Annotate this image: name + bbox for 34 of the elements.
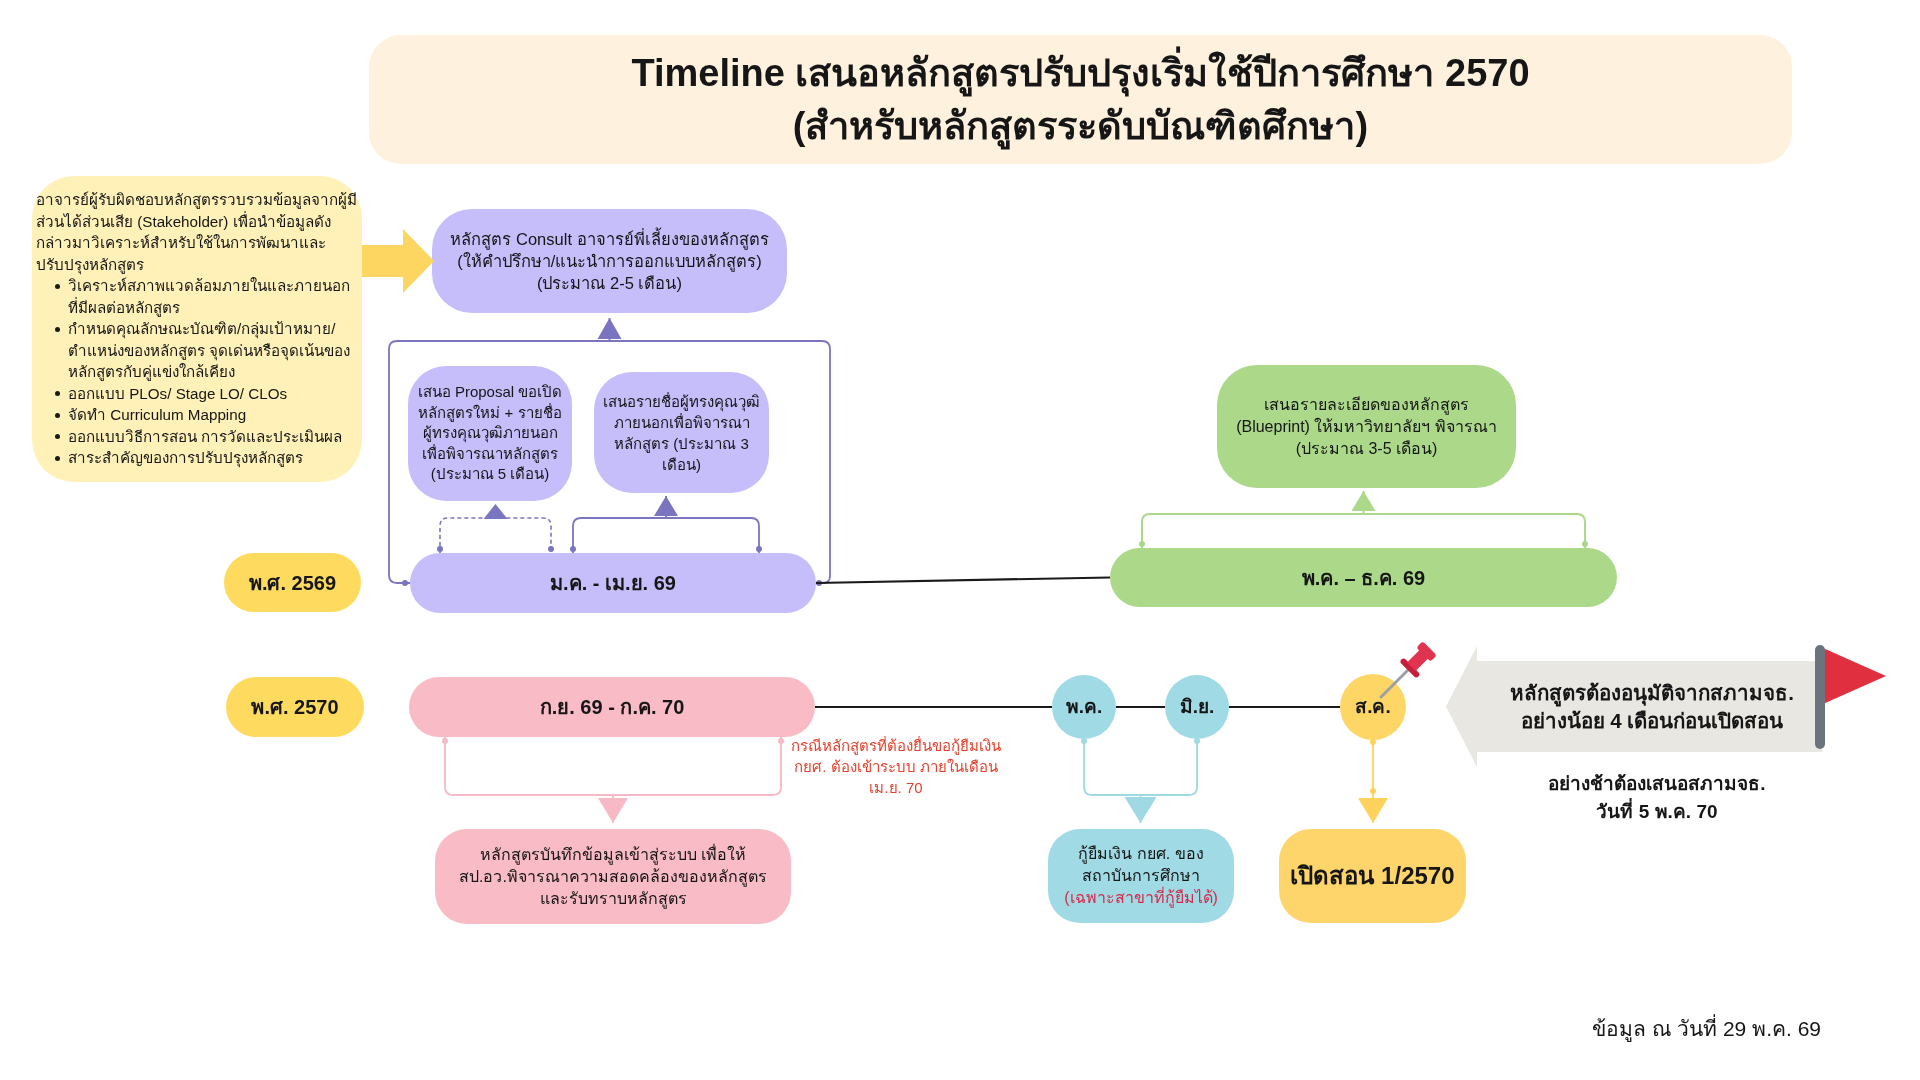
bullet-text: จัดทำ Curriculum Mapping xyxy=(68,405,247,426)
month-circle: พ.ค. xyxy=(1052,675,1116,739)
date-note: ข้อมูล ณ วันที่ 29 พ.ค. 69 xyxy=(1481,1014,1821,1044)
condition-text: (เฉพาะสาขาที่กู้ยืมได้) xyxy=(1064,887,1218,909)
timeline-line xyxy=(1116,705,1165,709)
timeline-line xyxy=(815,705,1052,709)
period-bar: ก.ย. 69 - ก.ค. 70 xyxy=(409,677,815,737)
year-pill: พ.ศ. 2570 xyxy=(226,677,364,737)
step-box: เสนอ Proposal ขอเปิดหลักสูตรใหม่ + รายชื่อผู้ทรงคุณวุฒิภายนอกเพื่อพิจารณาหลักสูตร (ประมาณ 5 เดือน) xyxy=(408,366,572,501)
bullet-text: ออกแบบ PLOs/ Stage LO/ CLOs xyxy=(68,383,288,404)
bullet-text: วิเคราะห์สภาพแวดล้อมภายในและภายนอกที่มีผลต่อหลักสูตร xyxy=(68,276,351,319)
milestone-box: เปิดสอน 1/2570 xyxy=(1279,829,1466,923)
period-bar: พ.ค. – ธ.ค. 69 xyxy=(1110,548,1617,607)
intro-text: อาจารย์ผู้รับผิดชอบหลักสูตรรวบรวมข้อมูลจากผู้มีส่วนได้ส่วนเสีย (Stakeholder) เพื่อนำข้อมูลดังกล่าวมาวิเคราะห์สำหรับใช้ในการพัฒนาและปรับปรุงหลักสูตร xyxy=(36,190,358,276)
step-box: หลักสูตร Consult อาจารย์พี่เลี้ยงของหลักสูตร (ให้คำปรึกษา/แนะนำการออกแบบหลักสูตร) (ประมาณ 2-5 เดือน) xyxy=(432,209,787,313)
callout-arrow: หลักสูตรต้องอนุมัติจากสภามจธ. อย่างน้อย 4 เดือนก่อนเปิดสอน xyxy=(1446,646,1822,767)
step-box: เสนอรายละเอียดของหลักสูตร (Blueprint) ให้มหาวิทยาลัยฯ พิจารณา (ประมาณ 3-5 เดือน) xyxy=(1217,365,1516,488)
step-box: หลักสูตรบันทึกข้อมูลเข้าสู่ระบบ เพื่อให้สป.อว.พิจารณาความสอดคล้องของหลักสูตรและรับทราบหลักสูตร xyxy=(435,829,791,924)
month-circle: ส.ค. xyxy=(1340,674,1406,740)
step-box xyxy=(1048,829,1234,923)
step-box: เสนอรายชื่อผู้ทรงคุณวุฒิภายนอกเพื่อพิจารณาหลักสูตร (ประมาณ 3 เดือน) xyxy=(594,372,769,493)
bullet-text: สาระสำคัญของการปรับปรุงหลักสูตร xyxy=(68,448,303,469)
deadline-note: อย่างช้าต้องเสนอสภามจธ. วันที่ 5 พ.ค. 70 xyxy=(1547,772,1767,824)
bullet-text: กำหนดคุณลักษณะบัณฑิต/กลุ่มเป้าหมาย/ตำแหน่งของหลักสูตร จุดเด่นหรือจุดเน้นของหลักสูตรกับคู่แข่งใกล้เคียง xyxy=(68,319,352,383)
bullet-text: ออกแบบวิธีการสอน การวัดและประเมินผล xyxy=(68,426,343,447)
title-banner: Timeline เสนอหลักสูตรปรับปรุงเริ่มใช้ปีการศึกษา 2570 (สำหรับหลักสูตรระดับบัณฑิตศึกษา) xyxy=(369,35,1792,164)
month-circle: มิ.ย. xyxy=(1165,675,1229,739)
timeline-line xyxy=(1229,705,1340,709)
year-pill: พ.ศ. 2569 xyxy=(224,553,361,612)
timeline-line xyxy=(815,576,1111,585)
period-bar: ม.ค. - เม.ย. 69 xyxy=(410,553,816,613)
condition-note: กรณีหลักสูตรที่ต้องยื่นขอกู้ยืมเงิน กยศ. ต้องเข้าระบบ ภายในเดือน เม.ย. 70 xyxy=(791,735,1001,798)
description-text: กู้ยืมเงิน กยศ. ของสถาบันการศึกษา xyxy=(1077,844,1205,886)
note-box xyxy=(32,176,362,482)
